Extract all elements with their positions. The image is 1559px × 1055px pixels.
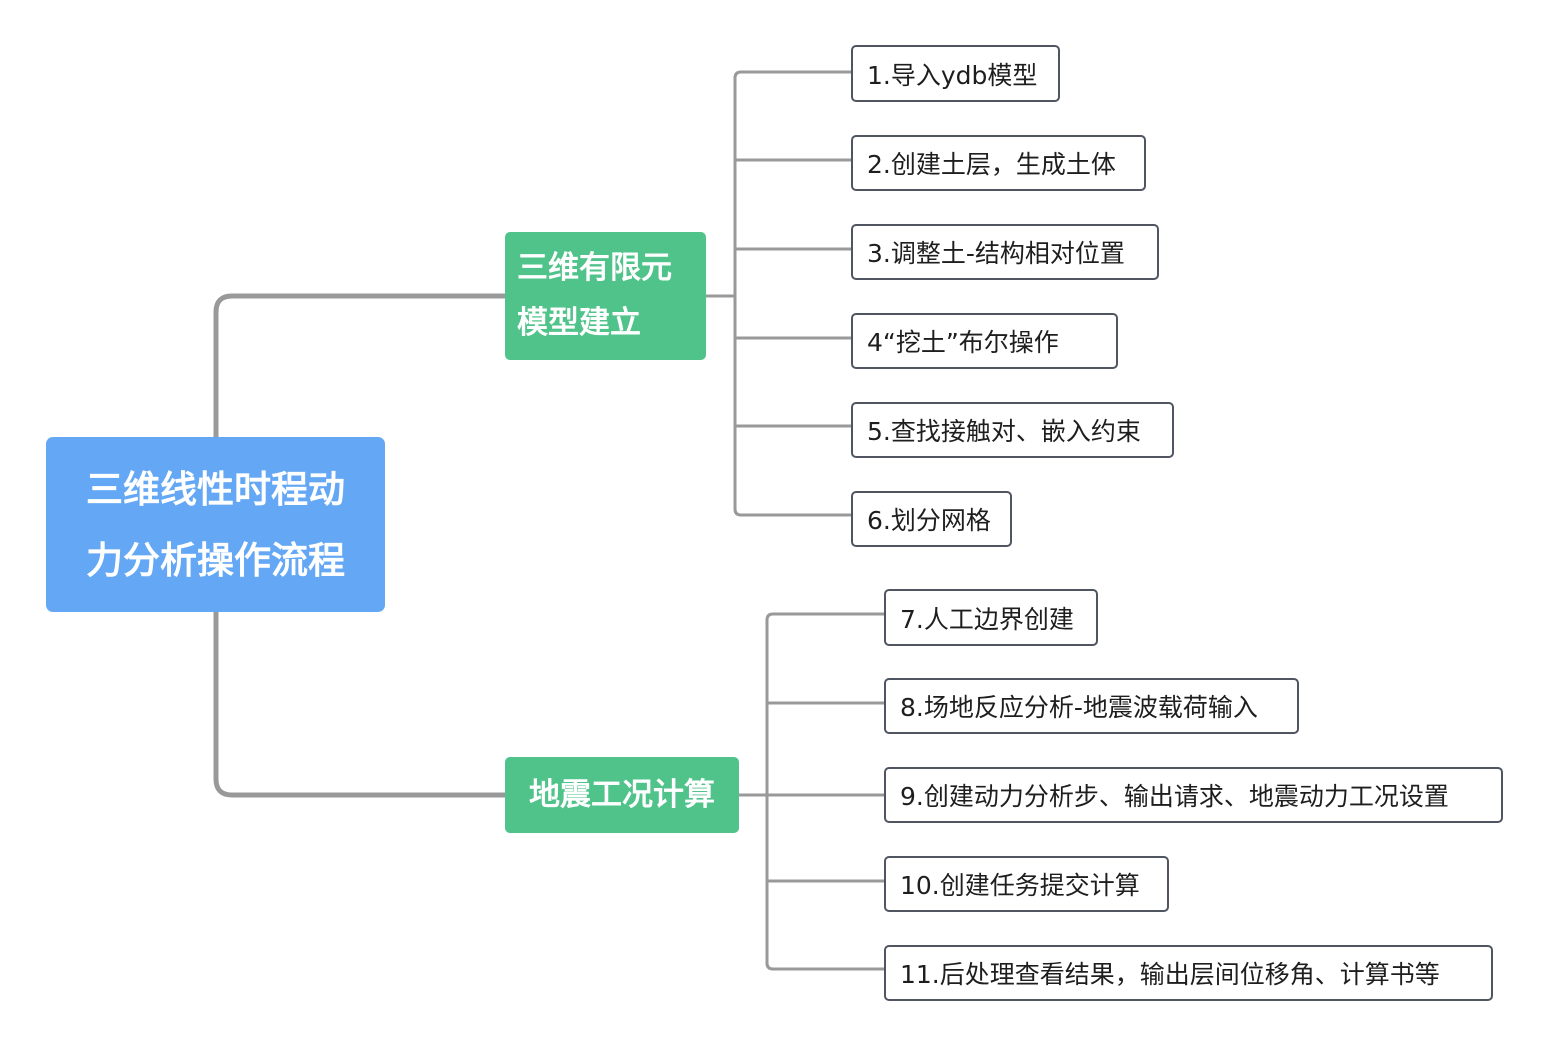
step-3-node[interactable]: 3.调整土-结构相对位置 [851,224,1159,280]
step-7-node[interactable]: 7.人工边界创建 [884,589,1098,646]
branch-2-connectors [737,612,886,971]
step-3-label: 3.调整土-结构相对位置 [867,239,1125,268]
step-9-label: 9.创建动力分析步、输出请求、地震动力工况设置 [900,782,1449,811]
step-2-node[interactable]: 2.创建土层，生成土体 [851,135,1146,191]
step-2-label: 2.创建土层，生成土体 [867,150,1116,179]
step-4-label: 4“挖土”布尔操作 [867,328,1059,357]
branch-topic-model-setup-label: 三维有限元模型建立 [517,250,672,341]
step-6-label: 6.划分网格 [867,506,991,535]
root-to-branch-1-connector [213,293,508,440]
step-5-label: 5.查找接触对、嵌入约束 [867,417,1141,446]
step-9-node[interactable]: 9.创建动力分析步、输出请求、地震动力工况设置 [884,767,1503,823]
branch-topic-model-setup[interactable]: 三维有限元模型建立 [505,232,706,360]
branch-1-connectors [704,70,853,517]
step-8-node[interactable]: 8.场地反应分析-地震波载荷输入 [884,678,1299,734]
root-topic[interactable]: 三维线性时程动力分析操作流程 [46,437,385,612]
step-10-label: 10.创建任务提交计算 [900,871,1140,900]
step-10-node[interactable]: 10.创建任务提交计算 [884,856,1169,912]
step-4-node[interactable]: 4“挖土”布尔操作 [851,313,1118,369]
step-1-node[interactable]: 1.导入ydb模型 [851,45,1060,102]
branch-topic-seismic-calculation-label: 地震工况计算 [529,776,715,813]
step-11-node[interactable]: 11.后处理查看结果，输出层间位移角、计算书等 [884,945,1493,1001]
step-7-label: 7.人工边界创建 [900,604,1074,634]
step-6-node[interactable]: 6.划分网格 [851,491,1012,547]
step-1-label: 1.导入ydb模型 [867,60,1038,90]
step-8-label: 8.场地反应分析-地震波载荷输入 [900,693,1258,722]
root-topic-label: 三维线性时程动力分析操作流程 [86,467,345,582]
step-11-label: 11.后处理查看结果，输出层间位移角、计算书等 [900,960,1440,989]
root-to-branch-2-connector [213,609,508,798]
step-5-node[interactable]: 5.查找接触对、嵌入约束 [851,402,1174,458]
branch-topic-seismic-calculation[interactable]: 地震工况计算 [505,757,739,833]
